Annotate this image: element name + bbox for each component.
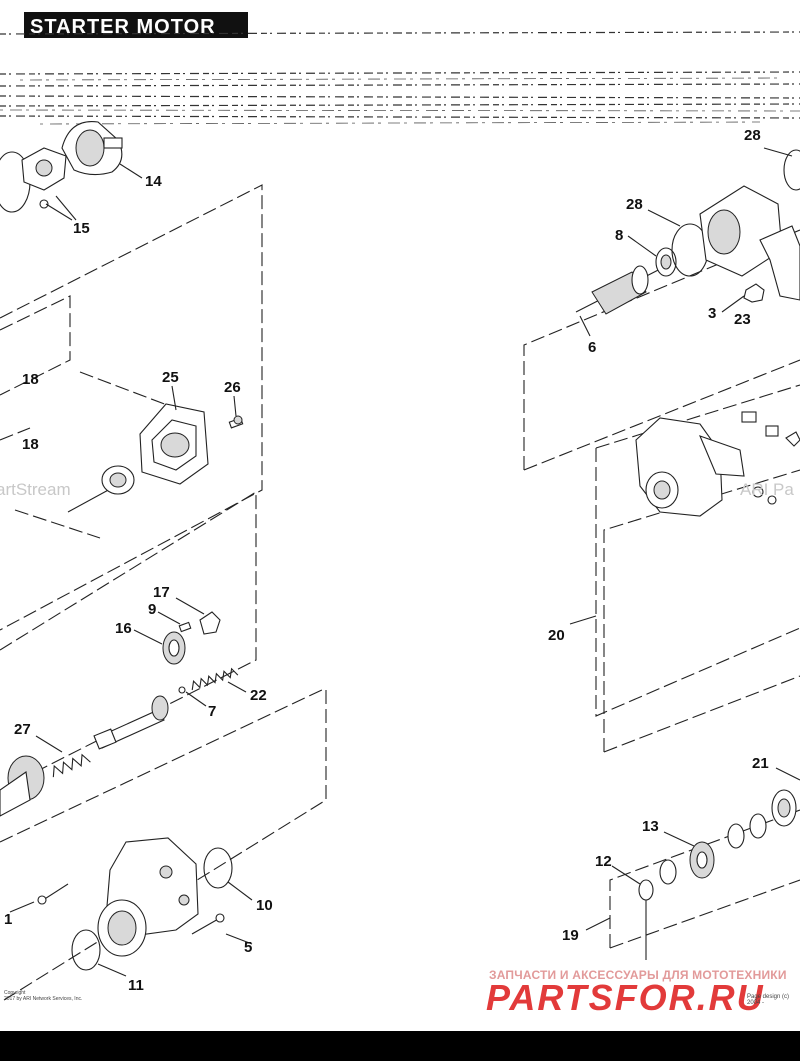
callout-26: 26 <box>224 379 241 396</box>
callout-3: 3 <box>708 305 716 322</box>
part-circlip-12 <box>638 879 654 901</box>
part-brush-plate <box>21 147 67 209</box>
watermark-right: ARI Pa <box>740 480 794 499</box>
callout-8: 8 <box>615 227 623 244</box>
callout-28: 28 <box>744 127 761 144</box>
callout-28: 28 <box>626 196 643 213</box>
part-idler-gear <box>162 631 186 665</box>
part-solenoid-plunger <box>67 465 135 513</box>
part-o-ring-11 <box>71 929 101 971</box>
part-ball-7 <box>178 686 186 694</box>
callout-16: 16 <box>115 620 132 637</box>
callout-19: 19 <box>562 927 579 944</box>
leader-lines <box>9 147 800 977</box>
callout-6: 6 <box>588 339 596 356</box>
part-screw-26 <box>228 415 244 429</box>
parts-caption: ЗАПЧАСТИ И АКСЕССУАРЫ ДЛЯ МОТОТЕХНИКИ <box>489 968 787 982</box>
part-bearing-8 <box>655 247 677 277</box>
part-o-ring-28b <box>783 149 800 191</box>
callout-20: 20 <box>548 627 565 644</box>
callout-9: 9 <box>148 601 156 618</box>
copyright-line1: Copyright <box>4 990 26 996</box>
part-nut-3 <box>743 283 765 303</box>
page-design-notice: Page design (c) 2004 - <box>747 994 790 1006</box>
part-bolt-1 <box>37 883 69 905</box>
part-retainer-17 <box>199 611 221 635</box>
part-drive-housing <box>97 837 199 957</box>
part-pinion-shaft <box>93 695 169 750</box>
callout-1: 1 <box>4 911 12 928</box>
callout-7: 7 <box>208 703 216 720</box>
copyright-notice: Copyright 2017 by ARI Network Services, … <box>4 990 82 1002</box>
callout-18: 18 <box>22 371 39 388</box>
part-o-ring-10 <box>203 847 233 889</box>
copyright-line2: 2017 by ARI Network Services, Inc. <box>4 996 83 1002</box>
callout-15: 15 <box>73 220 90 237</box>
part-pin-9 <box>178 621 192 633</box>
callout-27: 27 <box>14 721 31 738</box>
callout-18: 18 <box>22 436 39 453</box>
callout-12: 12 <box>595 853 612 870</box>
part-spring-22 <box>191 667 239 691</box>
part-motor-yoke <box>699 185 800 301</box>
callout-10: 10 <box>256 897 273 914</box>
callout-25: 25 <box>162 369 179 386</box>
callout-11: 11 <box>128 977 144 994</box>
assembly-outline-right <box>523 229 800 949</box>
part-solenoid-plate <box>139 403 209 485</box>
callout-22: 22 <box>250 687 267 704</box>
part-pinion-13 <box>689 841 715 879</box>
part-end-housing <box>635 417 745 517</box>
watermark-left: artStream <box>0 480 71 499</box>
part-rear-cover <box>61 120 123 176</box>
parts-logo[interactable]: PARTSFOR.RU <box>486 977 765 1018</box>
part-spring-27 <box>52 753 91 778</box>
part-terminal-hardware <box>741 411 800 505</box>
part-bolt-5 <box>191 913 225 935</box>
scan-noise <box>0 31 800 125</box>
part-armature <box>575 263 671 315</box>
callout-17: 17 <box>153 584 170 601</box>
part-clutch-assembly <box>0 755 45 817</box>
part-bearing-21 <box>771 789 797 827</box>
callout-13: 13 <box>642 818 659 835</box>
part-washer-stack <box>659 813 767 885</box>
callout-5: 5 <box>244 939 252 956</box>
callout-23: 23 <box>734 311 751 328</box>
callout-14: 14 <box>145 173 162 190</box>
callout-labels: 14 15 18 18 25 26 17 9 16 22 7 27 1 5 10… <box>4 127 769 994</box>
callout-21: 21 <box>752 755 769 772</box>
bottom-bar <box>0 1031 800 1061</box>
